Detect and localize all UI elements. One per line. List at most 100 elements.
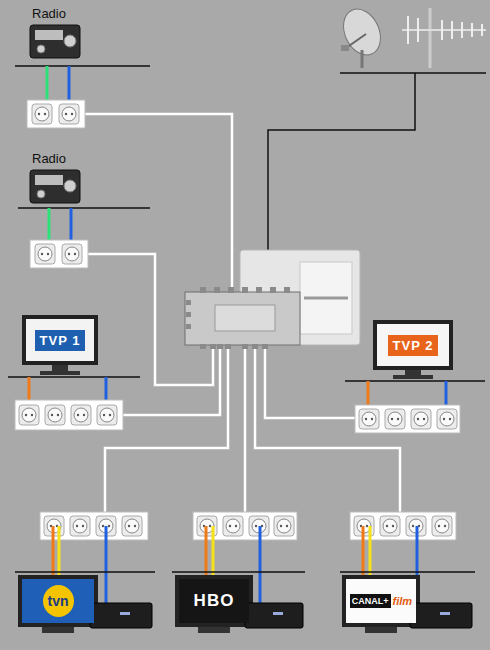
box-led [120,612,130,615]
outlet [19,405,39,425]
outlet [32,104,52,124]
box-door [300,262,352,334]
tv-screen: tvn [22,579,94,623]
tv-base [393,375,433,379]
radio-label: Radio [28,6,84,60]
coax-cable [244,345,247,512]
yagi-element [451,21,453,39]
sat-lead [105,526,108,604]
shelf-line [340,571,475,573]
tv-screen: CANAL+film [346,579,416,623]
channel-logo: TVP 1 [35,330,86,351]
channel-logo: CANAL+ [350,594,391,608]
coax-cable [255,345,400,512]
yagi-element [441,20,443,40]
radio-set [18,170,150,268]
wall-socket [355,405,460,433]
outlet [122,516,142,536]
port [228,287,234,293]
shelf-line [172,571,305,573]
port [270,287,276,293]
shelf-line [15,571,155,573]
multiswitch [185,287,300,349]
outlet [274,516,294,536]
wall-socket [40,512,148,540]
radio-knob [64,180,76,192]
outlet [70,516,90,536]
port [242,344,248,349]
radio-knob [64,35,76,47]
radio-display [35,175,63,185]
radio-knob [37,190,45,198]
outlet [380,516,400,536]
tv-base [40,371,80,375]
port [225,344,231,349]
tv-frame [373,320,453,370]
port [242,287,248,293]
yagi-boom [402,29,486,31]
multiswitch-ports [186,287,290,349]
lnb [341,45,349,51]
radio-knob [37,45,45,53]
box-led [440,612,450,615]
outlet [411,409,431,429]
tv-screen: HBO [179,579,249,623]
device-label: Radio [28,6,66,21]
coax-cable [265,345,355,418]
port [262,344,268,349]
tv-stand [405,370,421,375]
tv-frame [342,575,420,627]
port [256,287,262,293]
port [200,287,206,293]
tv-screen: TVP 2 [377,324,449,366]
set-top-box [245,603,303,628]
roof-line [340,72,486,74]
shelf-line [345,380,485,382]
set-top-box [410,603,472,628]
yagi-element [471,23,473,37]
tv-base [42,627,74,633]
port [186,312,191,317]
yagi-element [461,22,463,38]
channel-logo: HBO [194,591,235,611]
port [252,344,258,349]
radio-set [15,25,150,128]
antennas [336,3,486,73]
outlet [97,405,117,425]
tv-frame [18,575,98,627]
outlet [359,409,379,429]
bottom-sockets [40,512,456,540]
yagi-element [417,18,419,42]
outlet [385,409,405,429]
tv-screen: TVP 1 [26,319,94,361]
port [210,344,216,349]
radio-label: Radio [28,151,84,205]
tv-set [8,315,140,430]
port [186,300,191,305]
wall-socket [350,512,456,540]
shelf-line [15,65,150,67]
port [217,344,223,349]
outlet [59,104,79,124]
antenna-mast [429,8,432,68]
tv-base [198,627,230,633]
yagi-element [481,24,483,36]
coax-cables [85,114,400,512]
yagi-element [407,16,409,44]
outlet [437,409,457,429]
set-top-box [90,603,152,628]
wall-socket [193,512,297,540]
yagi-elements [408,16,482,44]
radio-body [30,170,80,203]
breaker-rail [304,297,348,300]
wall-socket [30,240,88,268]
bottom-tv-sets [15,572,475,633]
port [186,324,191,329]
shelf-line [18,207,150,209]
radio-display [35,30,63,40]
wall-socket [15,400,123,430]
channel-logo: TVP 2 [388,335,439,356]
